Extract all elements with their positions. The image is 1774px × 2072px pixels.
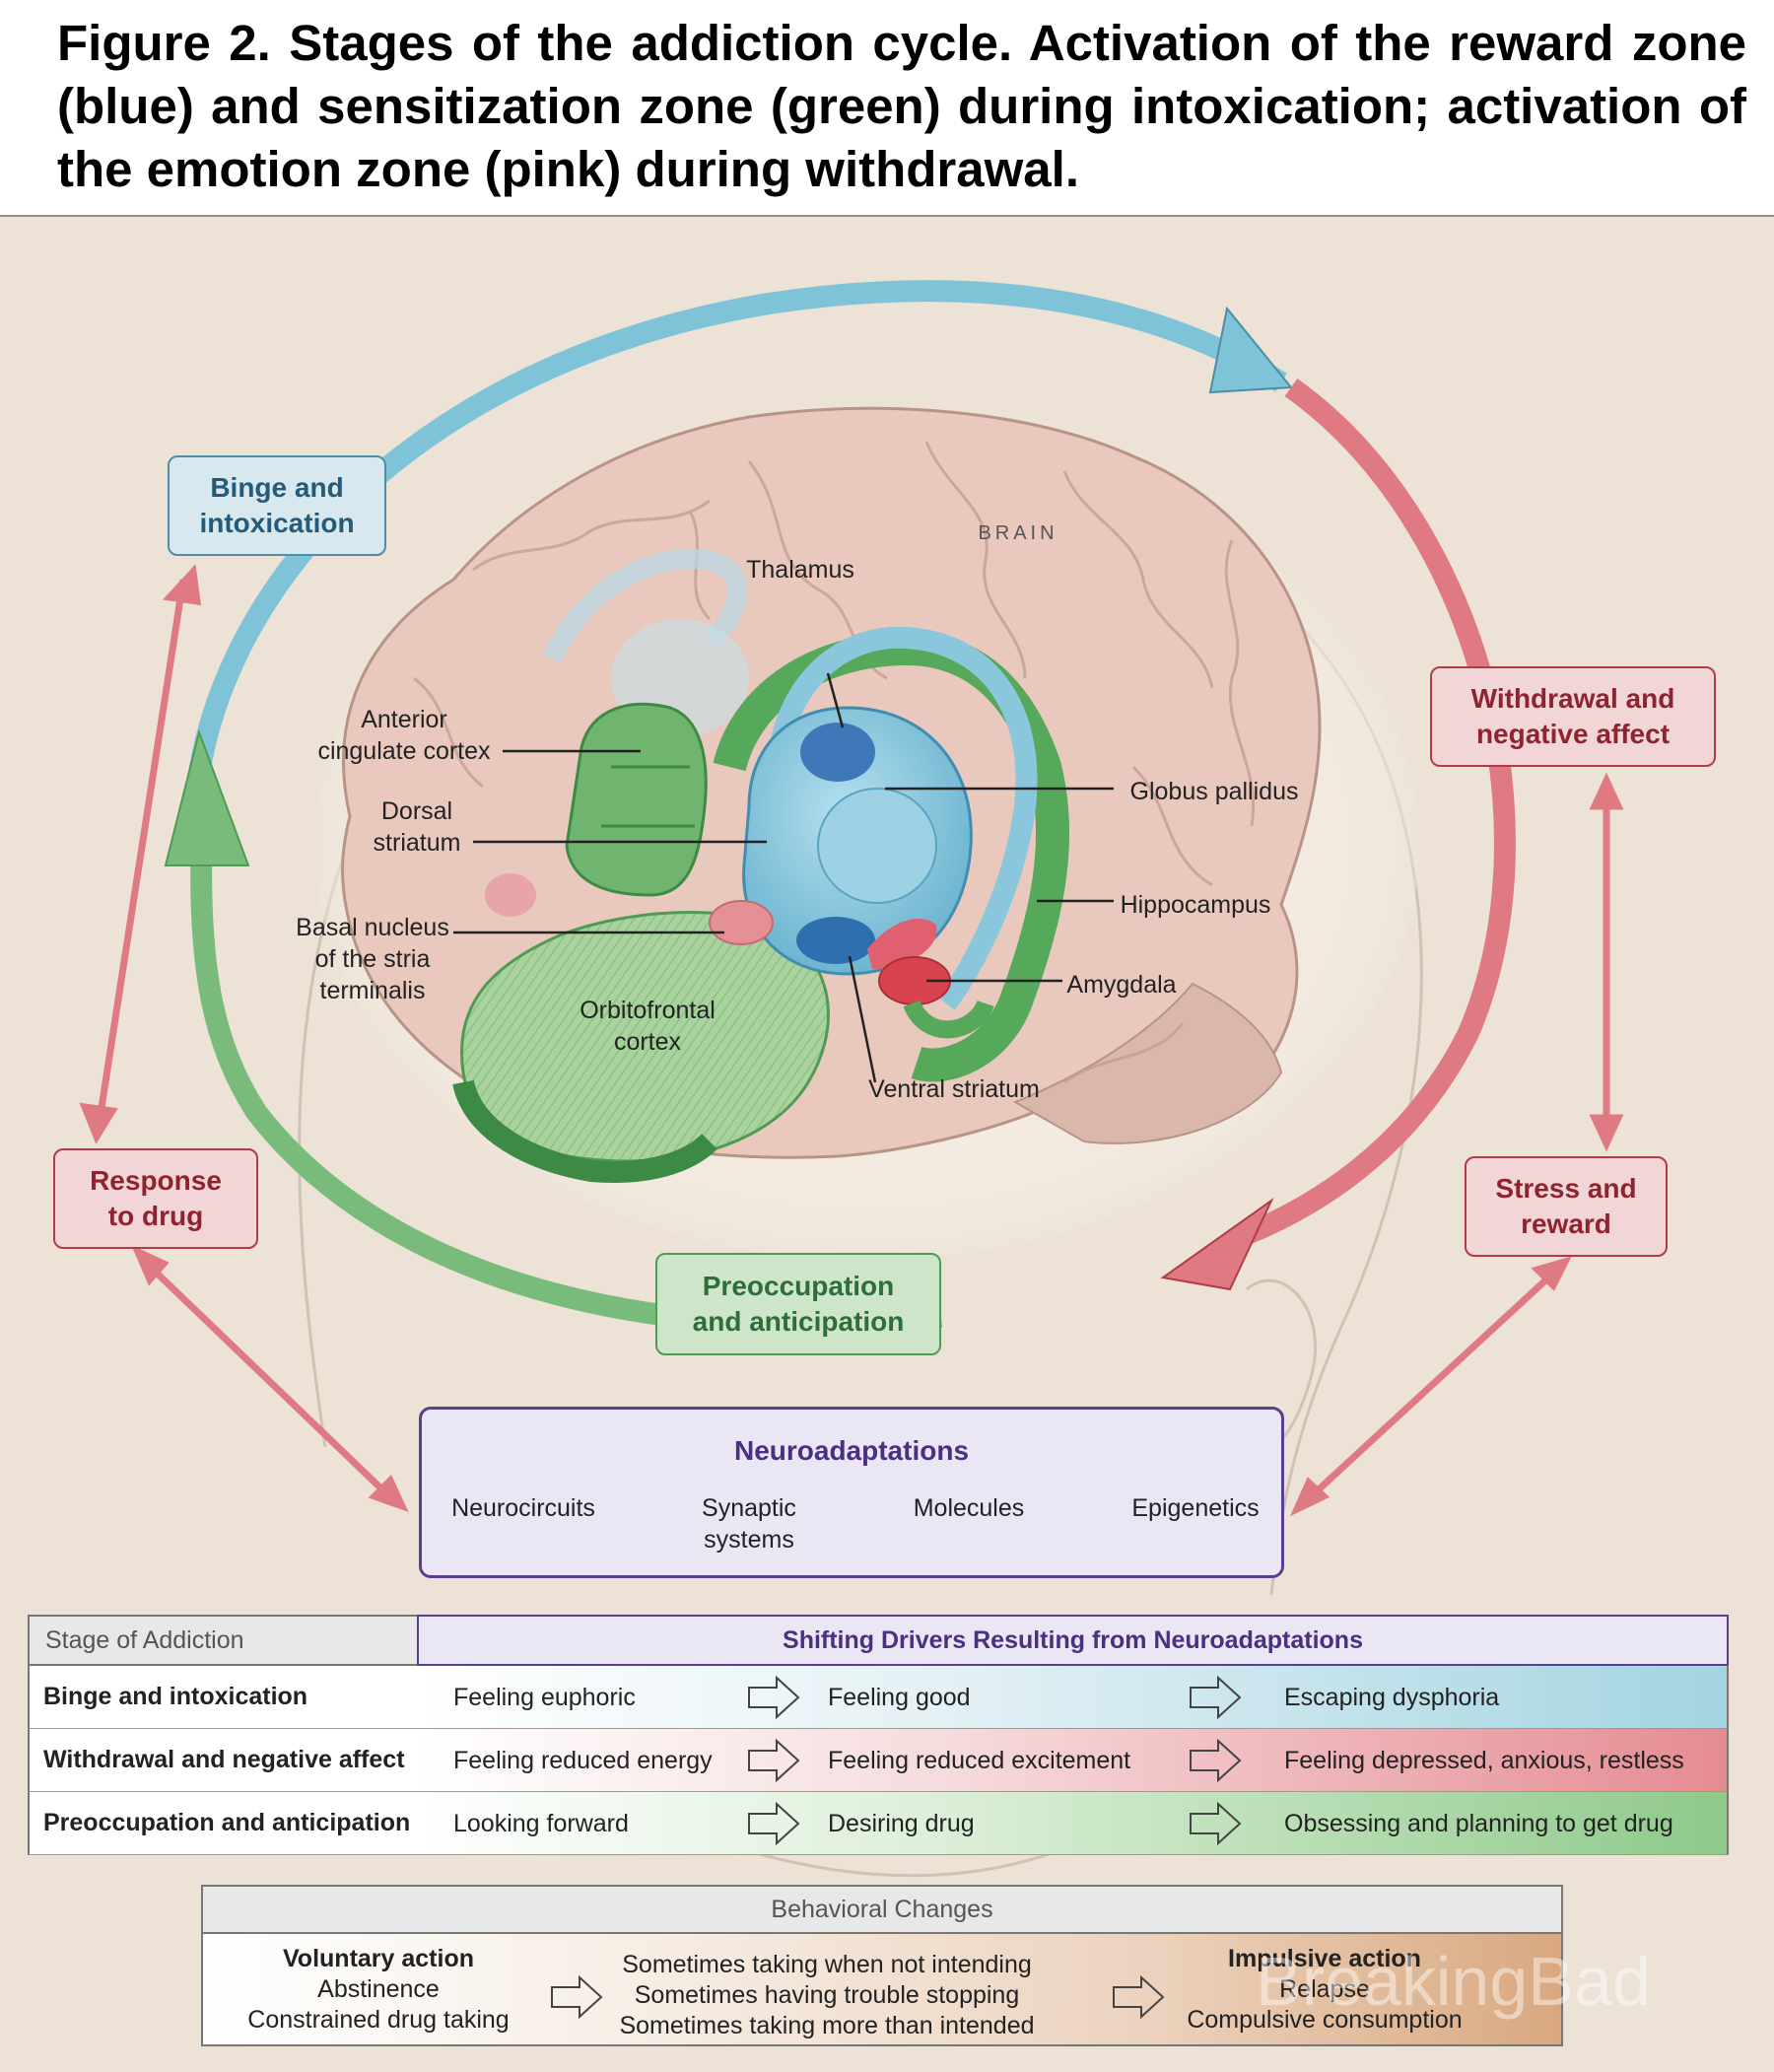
row-preoccupation-stage-text: Preoccupation and anticipation: [43, 1809, 411, 1836]
behavioral-changes-panel: Behavioral Changes Voluntary action Abst…: [201, 1885, 1651, 2046]
voluntary-line1: Abstinence: [317, 1975, 440, 2003]
impulsive-heading: Impulsive action: [1228, 1945, 1421, 1972]
response-line2: to drug: [107, 1201, 204, 1231]
driver-binge-2: Feeling good: [828, 1684, 971, 1711]
response-to-drug-box: Response to drug: [53, 1148, 258, 1249]
synaptic-line2: systems: [704, 1526, 794, 1554]
stress-and-reward-box: Stress and reward: [1465, 1156, 1668, 1257]
impulsive-line1: Relapse: [1279, 1975, 1370, 2003]
basal-nucleus-label-3: terminalis: [320, 977, 426, 1004]
voluntary-heading: Voluntary action: [282, 1945, 474, 1972]
voluntary-line2: Constrained drug taking: [247, 2006, 510, 2034]
table-arrow-icon: [1190, 1802, 1242, 1845]
driver-binge-3: Escaping dysphoria: [1284, 1684, 1500, 1711]
stress-line2: reward: [1521, 1209, 1611, 1239]
table-header-drivers: Shifting Drivers Resulting from Neuroada…: [417, 1615, 1729, 1666]
middle-line3: Sometimes taking more than intended: [619, 2012, 1035, 2039]
middle-line2: Sometimes having trouble stopping: [634, 1981, 1020, 2009]
row-withdrawal-stage-text: Withdrawal and negative affect: [43, 1746, 405, 1773]
table-arrow-icon: [748, 1676, 800, 1719]
behavior-body: [201, 1934, 1563, 2046]
stage-withdrawal-box: Withdrawal and negative affect: [1430, 666, 1716, 767]
dorsal-striatum-label-2: striatum: [374, 829, 461, 857]
neuro-item-epigenetics: Epigenetics: [1131, 1494, 1260, 1522]
stage-withdrawal-line2: negative affect: [1475, 719, 1671, 749]
table-row-binge-drivers: [417, 1666, 1729, 1729]
table-header-stage-text: Stage of Addiction: [45, 1625, 244, 1654]
orbitofrontal-shape: [460, 911, 830, 1163]
table-arrow-icon: [748, 1739, 800, 1782]
basal-nucleus-label-1: Basal nucleus: [296, 914, 449, 941]
driver-withdrawal-1: Feeling reduced energy: [453, 1747, 713, 1774]
orbitofrontal-label-2: cortex: [614, 1028, 682, 1056]
leader-lines: [453, 672, 1114, 1083]
stage-preoccupation-box: Preoccupation and anticipation: [655, 1253, 941, 1355]
middle-line1: Sometimes taking when not intending: [622, 1951, 1032, 1978]
neuro-item-neurocircuits: Neurocircuits: [451, 1494, 595, 1522]
small-pink-nucleus: [485, 873, 536, 917]
voluntary-action: Voluntary action Abstinence Constrained …: [211, 1944, 546, 2036]
row-binge-stage-text: Binge and intoxication: [43, 1683, 308, 1710]
neuro-item-synaptic-systems: Synaptic systems: [680, 1492, 818, 1555]
stress-line1: Stress and: [1495, 1173, 1637, 1204]
double-arrows: [79, 564, 1624, 1517]
stage-preoccupation-line2: and anticipation: [692, 1306, 905, 1337]
stage-binge-line1: Binge and: [210, 472, 344, 503]
hippocampus-label: Hippocampus: [1121, 891, 1271, 919]
basal-nucleus-label-2: of the stria: [315, 945, 431, 973]
table-row-withdrawal-drivers: [417, 1729, 1729, 1792]
stage-preoccupation-line1: Preoccupation: [702, 1271, 895, 1301]
drivers-table: Stage of Addiction Shifting Drivers Resu…: [28, 1615, 1729, 1857]
driver-withdrawal-2: Feeling reduced excitement: [828, 1747, 1131, 1774]
stage-binge-box: Binge and intoxication: [168, 455, 386, 556]
brain-label: BRAIN: [978, 522, 1058, 544]
neuroadaptations-box: Neuroadaptations Neurocircuits Synaptic …: [419, 1407, 1284, 1578]
behavior-arrow-icon: [1113, 1975, 1165, 2019]
impulsive-line2: Compulsive consumption: [1187, 2006, 1463, 2034]
thalamus-label: Thalamus: [746, 556, 854, 584]
dorsal-striatum-label-1: Dorsal: [381, 797, 452, 825]
driver-preoccupation-3: Obsessing and planning to get drug: [1284, 1810, 1673, 1837]
bnst-shape: [709, 900, 774, 945]
thalamus-shape: [800, 723, 875, 782]
behavior-arrow-icon: [551, 1975, 603, 2019]
synaptic-line1: Synaptic: [702, 1494, 796, 1522]
table-header-drivers-text: Shifting Drivers Resulting from Neuroada…: [783, 1625, 1363, 1654]
ventral-striatum-shape: [796, 917, 875, 964]
neuro-item-molecules: Molecules: [913, 1494, 1025, 1522]
anterior-cingulate-label-1: Anterior: [361, 706, 447, 733]
intermediate-behavior: Sometimes taking when not intending Some…: [605, 1950, 1049, 2041]
table-row-binge-stage: Binge and intoxication: [28, 1666, 419, 1729]
table-arrow-icon: [748, 1802, 800, 1845]
behavior-title: Behavioral Changes: [771, 1895, 993, 1923]
amygdala-label: Amygdala: [1066, 971, 1176, 999]
driver-binge-1: Feeling euphoric: [453, 1684, 636, 1711]
orbitofrontal-label-1: Orbitofrontal: [580, 997, 716, 1024]
watermark: BreakingBad: [1256, 1943, 1651, 2020]
dorsal-striatum-shape: [565, 702, 708, 897]
table-arrow-icon: [1190, 1739, 1242, 1782]
driver-preoccupation-1: Looking forward: [453, 1810, 629, 1837]
cingulate-arc: [542, 548, 748, 663]
ventral-striatum-label: Ventral striatum: [868, 1075, 1040, 1103]
anterior-cingulate-label-2: cingulate cortex: [317, 737, 491, 765]
behavior-header: Behavioral Changes: [201, 1885, 1563, 1934]
table-arrow-icon: [1190, 1676, 1242, 1719]
table-row-preoccupation-drivers: [417, 1792, 1729, 1855]
driver-preoccupation-2: Desiring drug: [828, 1810, 975, 1837]
table-row-preoccupation-stage: Preoccupation and anticipation: [28, 1792, 419, 1855]
neuroadaptations-title: Neuroadaptations: [733, 1435, 970, 1466]
globus-pallidus-label: Globus pallidus: [1130, 778, 1299, 805]
impulsive-action: Impulsive action Relapse Compulsive cons…: [1177, 1944, 1472, 2036]
response-line1: Response: [90, 1165, 222, 1196]
table-header-stage: Stage of Addiction: [28, 1615, 419, 1666]
table-row-withdrawal-stage: Withdrawal and negative affect: [28, 1729, 419, 1792]
stage-withdrawal-line1: Withdrawal and: [1470, 683, 1675, 714]
stage-binge-line2: intoxication: [199, 508, 355, 538]
reward-tail: [768, 626, 1038, 1010]
figure-caption: Figure 2. Stages of the addiction cycle.…: [57, 15, 1746, 197]
addiction-cycle-illustration: BRAIN Thalamus Anterior cingulate cortex…: [79, 280, 1624, 1878]
driver-withdrawal-3: Feeling depressed, anxious, restless: [1284, 1747, 1684, 1774]
